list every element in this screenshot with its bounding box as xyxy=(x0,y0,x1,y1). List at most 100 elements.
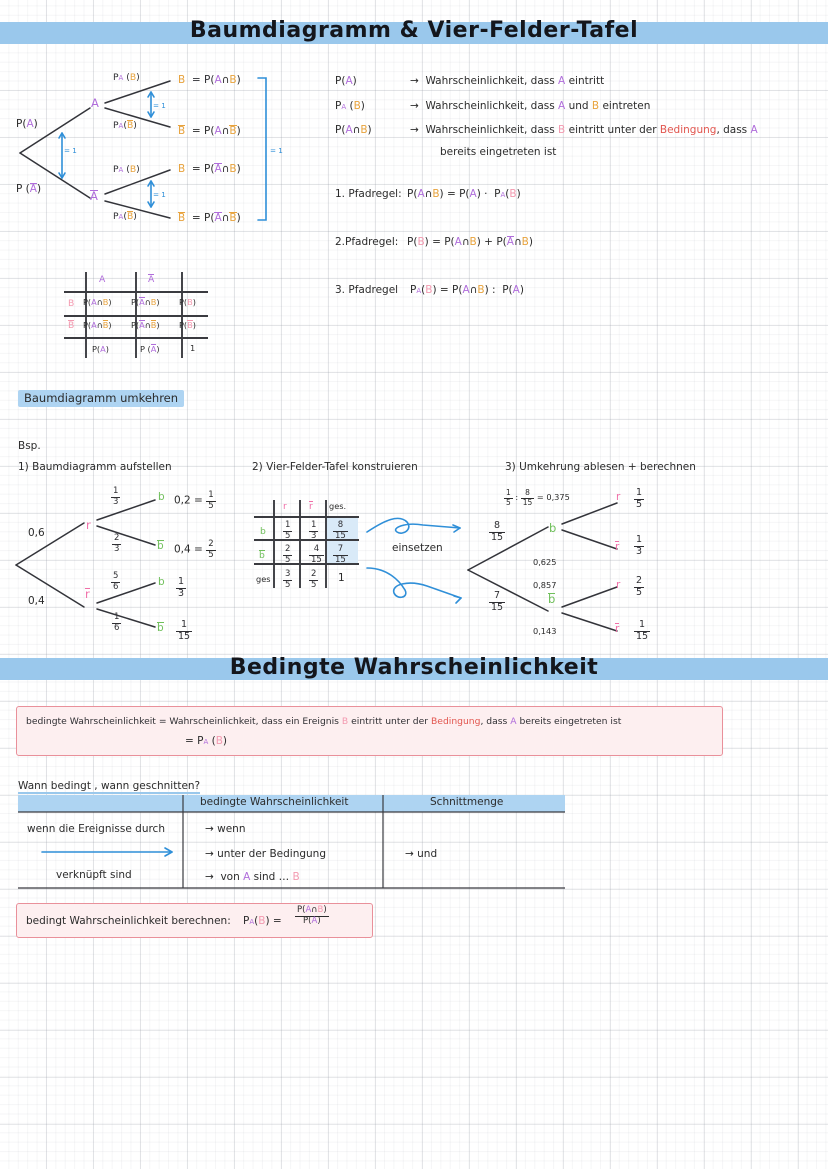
ex-tree-node-rbar: r xyxy=(85,587,90,601)
compare-header-bedingte: bedingte Wahrscheinlichkeit xyxy=(200,796,349,808)
rev-leaf-r-1: r xyxy=(616,491,621,503)
tree-branch-label-a-b: PA (B) xyxy=(113,72,140,83)
ff-cell-3-3: 1 xyxy=(190,343,196,353)
compare-mid-line2: → unter der Bedingung xyxy=(205,848,326,860)
formula-box-fraction: P(A∩B) P(A) xyxy=(295,905,329,925)
sum-marker-left: = 1 xyxy=(64,146,77,155)
rev-node-b: b xyxy=(549,521,557,535)
path-rule-1-label: 1. Pfadregel: xyxy=(335,188,402,200)
definition-term-1: P(A) xyxy=(335,75,357,87)
section-banner-2 xyxy=(0,658,828,680)
sum-marker-right: = 1 xyxy=(270,146,283,155)
section-title-2: Bedingte Wahrscheinlichkeit xyxy=(229,655,599,680)
definition-text-3-line2: bereits eingetreten ist xyxy=(440,146,557,158)
path-rule-2-label: 2.Pfadregel: xyxy=(335,236,399,248)
ff-col-header-a: A xyxy=(99,274,106,285)
page-title: Baumdiagramm & Vier-Felder-Tafel xyxy=(189,18,639,43)
ex-ff-row-bbar: b xyxy=(259,550,265,561)
einsetzen-arrows xyxy=(365,510,495,620)
ff-cell-2-3: P(B) xyxy=(179,320,196,330)
rev-dec-bbar-r: 0,857 xyxy=(533,580,557,590)
ex-leaf-bbar-2: b xyxy=(157,622,164,634)
ff-cell-1-2: P(A∩B) xyxy=(131,297,160,307)
tree-leaf-1: B = P(A∩B) xyxy=(178,74,241,86)
tree-root-upper-label: P(A) xyxy=(16,118,38,130)
tree-node-a: A xyxy=(91,96,99,110)
tree-root-lower-label: P (A) xyxy=(16,183,42,195)
path-rule-3-label: 3. Pfadregel xyxy=(335,284,399,296)
ex-ff-col-ges: ges. xyxy=(329,501,347,511)
ex-tree-node-r: r xyxy=(86,518,91,532)
definition-term-3: P(A∩B) xyxy=(335,124,372,136)
bsp-label: Bsp. xyxy=(18,440,41,452)
example-forward-tree xyxy=(0,480,250,645)
rev-leaf-r-2: r xyxy=(616,579,621,591)
example-step-2: 2) Vier-Felder-Tafel konstruieren xyxy=(252,461,418,473)
definition-box xyxy=(16,706,723,756)
definition-box-line1: bedingte Wahrscheinlichkeit = Wahrschein… xyxy=(26,716,622,727)
path-rule-1-formula: P(A∩B) = P(A) · PA(B) xyxy=(407,188,521,200)
subheader-wann: Wann bedingt , wann geschnitten? xyxy=(18,780,201,794)
ex-leaf-bbar-1: b xyxy=(157,540,164,552)
ff-cell-1-1: P(A∩B) xyxy=(83,297,112,307)
section-banner-1 xyxy=(0,22,828,44)
tree-node-a-bar: A xyxy=(90,189,98,203)
ex-ff-col-r: r xyxy=(283,501,287,512)
ff-row-header-b: B xyxy=(68,298,75,309)
ff-cell-1-3: P(B) xyxy=(179,297,196,307)
compare-left-line3: verknüpft sind xyxy=(56,869,132,881)
ex-ff-row-b: b xyxy=(260,526,266,537)
example-step-1: 1) Baumdiagramm aufstellen xyxy=(18,461,172,473)
example-reversed-tree xyxy=(460,480,670,645)
ff-col-header-a-bar: A xyxy=(148,274,155,285)
ff-row-header-b-bar: B xyxy=(68,320,75,331)
sum-marker-lower: = 1 xyxy=(153,190,166,199)
definition-text-1: → Wahrscheinlichkeit, dass A eintritt xyxy=(410,75,605,87)
compare-mid-line1: → wenn xyxy=(205,823,246,835)
ex-ff-row-ges: ges xyxy=(256,574,271,584)
compare-mid-line3: → von A sind … B xyxy=(205,871,300,883)
ex-ff-col-rbar: r xyxy=(309,501,313,512)
rev-dec-b-rbar: 0,625 xyxy=(533,557,557,567)
compare-left-line1: wenn die Ereignisse durch xyxy=(27,823,165,835)
ff-cell-2-2: P(A∩B) xyxy=(131,320,160,330)
sum-marker-upper: = 1 xyxy=(153,101,166,110)
rev-dec-bbar-rbar: 0,143 xyxy=(533,626,557,636)
main-tree-diagram xyxy=(0,55,300,240)
ex-leaf-b-1: b xyxy=(158,491,165,503)
tree-branch-label-abar-bbar: PA(B) xyxy=(113,211,137,222)
tree-branch-label-a-bbar: PA(B) xyxy=(113,120,137,131)
formula-box-label: bedingt Wahrscheinlichkeit berechnen: xyxy=(26,915,231,927)
definition-text-2: → Wahrscheinlichkeit, dass A und B eintr… xyxy=(410,100,651,112)
ff-cell-3-2: P (A) xyxy=(140,344,160,354)
definition-box-line2: = PA (B) xyxy=(185,735,228,747)
einsetzen-label: einsetzen xyxy=(392,542,443,554)
ff-cell-3-1: P(A) xyxy=(92,344,109,354)
ff-cell-2-1: P(A∩B) xyxy=(83,320,112,330)
four-field-table xyxy=(60,270,210,360)
rev-leaf-rbar-1: r xyxy=(615,541,620,553)
path-rule-3-formula: PA(B) = P(A∩B) : P(A) xyxy=(410,284,524,296)
tree-branch-label-abar-b: PA (B) xyxy=(113,164,140,175)
tree-leaf-3: B = P(A∩B) xyxy=(178,163,241,175)
